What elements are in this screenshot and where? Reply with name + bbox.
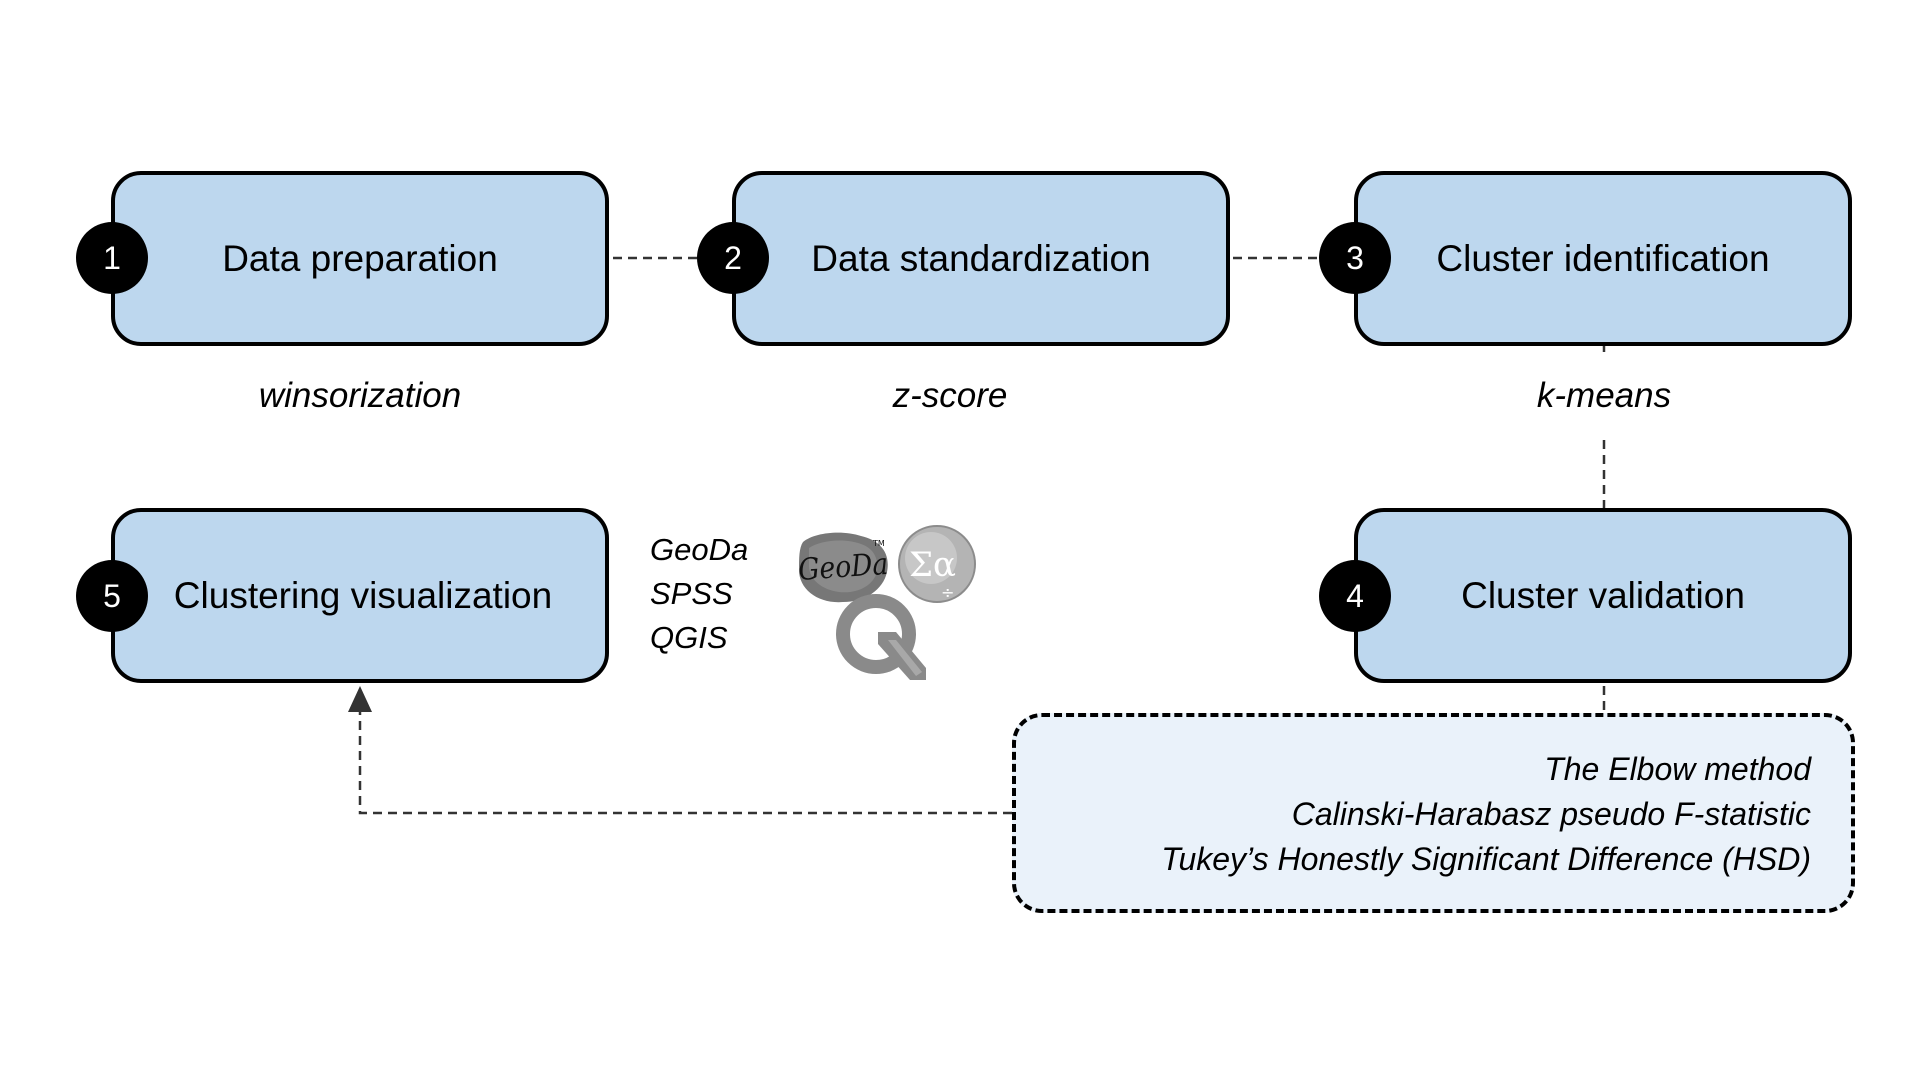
- step-badge-1: 1: [76, 222, 148, 294]
- tool-qgis: QGIS: [650, 620, 728, 655]
- geoda-trademark-text: TM: [872, 539, 885, 548]
- tool-spss: SPSS: [650, 576, 733, 611]
- step-badge-3: 3: [1319, 222, 1391, 294]
- software-tools-list: GeoDa SPSS QGIS: [650, 528, 748, 660]
- geoda-logo: GeoDa TM: [797, 532, 889, 603]
- step-box-data-preparation: Data preparation: [111, 171, 609, 346]
- step-box-cluster-validation: Cluster validation: [1354, 508, 1852, 683]
- geoda-logo-text: GeoDa: [797, 547, 889, 588]
- step-label-data-standardization: Data standardization: [811, 237, 1151, 279]
- method-label-z-score: z-score: [892, 376, 1008, 415]
- spss-logo-symbol: Σα: [909, 545, 956, 585]
- qgis-logo: [836, 594, 926, 680]
- step-box-clustering-visualization: Clustering visualization: [111, 508, 609, 683]
- arrowhead-step5: [348, 686, 372, 712]
- spss-logo-divide: ÷: [941, 583, 954, 602]
- step-label-cluster-identification: Cluster identification: [1436, 237, 1770, 279]
- validation-methods-box: The Elbow method Calinski-Harabasz pseud…: [1012, 713, 1855, 913]
- spss-logo: Σα ÷: [898, 525, 976, 603]
- step-box-cluster-identification: Cluster identification: [1354, 171, 1852, 346]
- connector-validation-step5: [358, 712, 1012, 815]
- step-badge-4: 4: [1319, 560, 1391, 632]
- step-box-data-standardization: Data standardization: [732, 171, 1230, 346]
- method-label-winsorization: winsorization: [258, 376, 462, 415]
- method-label-k-means: k-means: [1536, 376, 1672, 415]
- step-badge-2: 2: [697, 222, 769, 294]
- validation-method-elbow: The Elbow method: [1544, 751, 1811, 787]
- step-label-data-preparation: Data preparation: [222, 237, 498, 279]
- tool-geoda: GeoDa: [650, 532, 749, 567]
- step-label-cluster-validation: Cluster validation: [1461, 574, 1745, 616]
- validation-method-tukey-hsd: Tukey’s Honestly Significant Difference …: [1161, 841, 1811, 877]
- step-badge-5: 5: [76, 560, 148, 632]
- step-label-clustering-visualization: Clustering visualization: [173, 574, 553, 616]
- validation-method-calinski-harabasz: Calinski-Harabasz pseudo F-statistic: [1291, 796, 1811, 832]
